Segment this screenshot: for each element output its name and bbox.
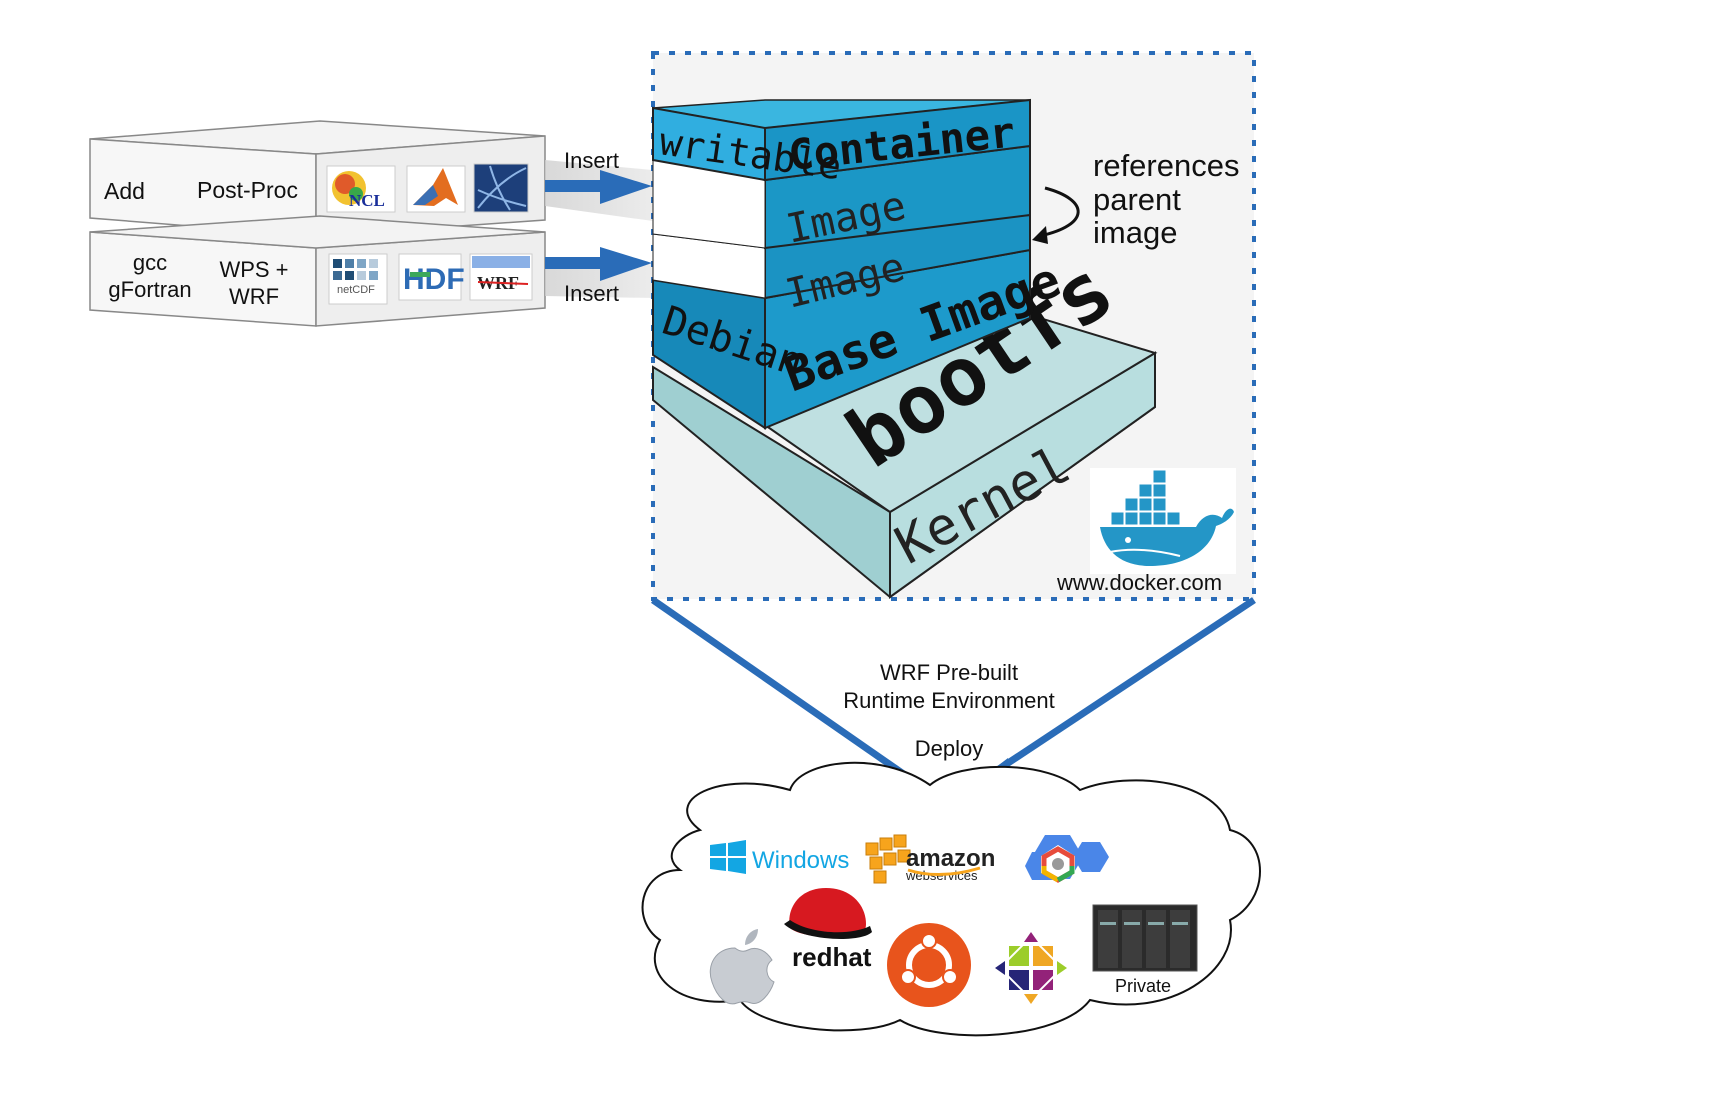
google-cloud-logo	[1025, 835, 1109, 883]
image-layer-1: Image	[652, 144, 1031, 253]
redhat-text: redhat	[792, 942, 872, 972]
svg-text:NCL: NCL	[349, 191, 385, 210]
ubuntu-logo	[887, 923, 971, 1007]
deploy-line2: Runtime Environment	[843, 688, 1055, 713]
deploy-arrow-left	[651, 597, 907, 778]
deploy-line3: Deploy	[915, 736, 983, 761]
add-label: Add	[104, 178, 145, 204]
left-layer-bottom: gcc gFortran WPS + WRF netCDF HDF WRF	[89, 215, 546, 327]
private-label: Private	[1115, 976, 1171, 996]
apple-logo	[709, 929, 775, 1005]
amazon-text: amazon	[906, 845, 995, 872]
wps-label: WPS +	[219, 257, 288, 282]
paraview-icon	[473, 163, 529, 213]
references-line1: references	[1093, 148, 1239, 183]
insert-arrow-bottom: Insert	[545, 247, 652, 306]
references-line3: image	[1093, 215, 1177, 250]
references-line2: parent	[1093, 182, 1181, 217]
references-annotation: references parent image	[1032, 148, 1239, 250]
deploy-line1: WRF Pre-built	[880, 660, 1018, 685]
insert-label-bottom: Insert	[564, 281, 619, 306]
matlab-icon	[406, 165, 466, 213]
redhat-logo: redhat	[784, 888, 872, 972]
insert-arrow-top: Insert	[545, 148, 652, 204]
post-proc-label: Post-Proc	[197, 177, 298, 203]
wrf-icon: WRF	[469, 253, 533, 301]
wrf-label: WRF	[229, 284, 279, 309]
netcdf-icon: netCDF	[328, 253, 388, 305]
docker-whale-logo	[1090, 468, 1236, 574]
left-layer-top: Add Post-Proc NCL	[89, 120, 546, 237]
gfortran-label: gFortran	[108, 277, 191, 302]
deploy-arrow-right	[988, 597, 1256, 778]
windows-text: Windows	[752, 847, 849, 874]
svg-text:HDF: HDF	[403, 263, 465, 296]
windows-logo: Windows	[710, 840, 849, 874]
gcc-label: gcc	[133, 250, 167, 275]
svg-text:netCDF: netCDF	[337, 284, 375, 296]
ncl-icon: NCL	[326, 165, 396, 213]
insert-label-top: Insert	[564, 148, 619, 173]
aws-logo: amazon webservices	[865, 834, 995, 884]
centos-logo	[995, 932, 1067, 1004]
docker-url: www.docker.com	[1056, 570, 1222, 595]
hdf-icon: HDF	[398, 253, 465, 301]
server-rack: Private	[1092, 904, 1198, 996]
